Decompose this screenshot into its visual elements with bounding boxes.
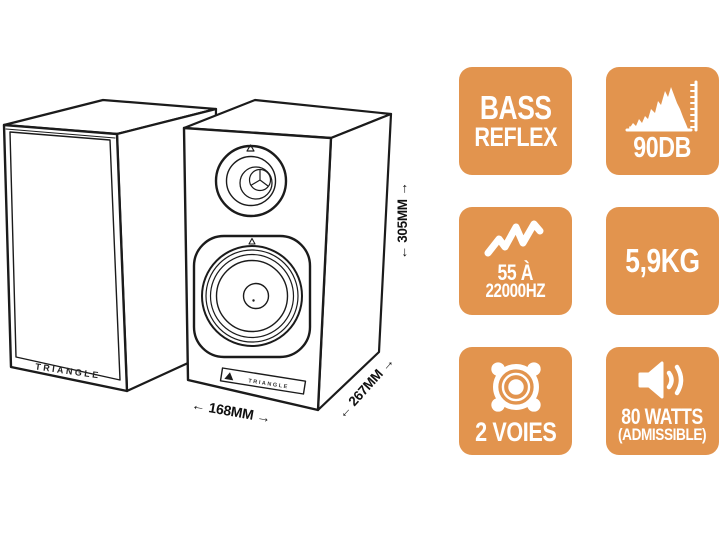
speaker-driver-icon xyxy=(490,362,541,412)
dimension-width-label: ← 168MM → xyxy=(191,396,272,426)
right-speaker: TRIANGLE xyxy=(182,98,393,412)
badge-frequency-range-line1: 55 À xyxy=(497,259,534,285)
badge-power-line2: (ADMISSIBLE) xyxy=(618,425,707,445)
badge-frequency-range-line2: 22000HZ xyxy=(485,281,546,303)
badge-bass-reflex-line2: REFLEX xyxy=(474,121,557,152)
nameplate-triangle-icon xyxy=(224,372,234,381)
badge-ways-value: 2 VOIES xyxy=(474,416,557,447)
tweeter xyxy=(214,144,288,218)
left-speaker-grille-frame xyxy=(9,131,121,381)
badge-sensitivity-value: 90DB xyxy=(633,131,692,164)
badge-bass-reflex: BASS REFLEX xyxy=(459,67,572,175)
left-speaker-front-face xyxy=(2,123,129,393)
woofer-logo-mark xyxy=(248,237,256,245)
badge-ways: 2 VOIES xyxy=(459,347,572,455)
frequency-histogram-icon xyxy=(625,80,697,132)
spec-badges-grid: BASS REFLEX 90DB xyxy=(459,67,719,455)
badge-weight-value: 5,9KG xyxy=(625,241,700,279)
zigzag-waveform-icon xyxy=(484,220,543,257)
badge-sensitivity: 90DB xyxy=(606,67,719,175)
tweeter-logo-mark xyxy=(246,144,255,152)
speaker-line-drawing: TRIANGLE xyxy=(2,98,410,426)
badge-frequency-range: 55 À 22000HZ xyxy=(459,207,572,315)
badge-power: 80 WATTS (ADMISSIBLE) xyxy=(606,347,719,455)
dimension-height-label: ← 305MM → xyxy=(395,183,410,260)
speaker-volume-icon xyxy=(638,361,683,399)
badge-bass-reflex-line1: BASS xyxy=(479,88,552,126)
badge-power-line1: 80 WATTS xyxy=(621,403,704,429)
nameplate: TRIANGLE xyxy=(219,367,307,395)
badge-weight: 5,9KG xyxy=(606,207,719,315)
left-speaker-top-edge-line xyxy=(5,128,116,139)
woofer xyxy=(192,234,312,359)
